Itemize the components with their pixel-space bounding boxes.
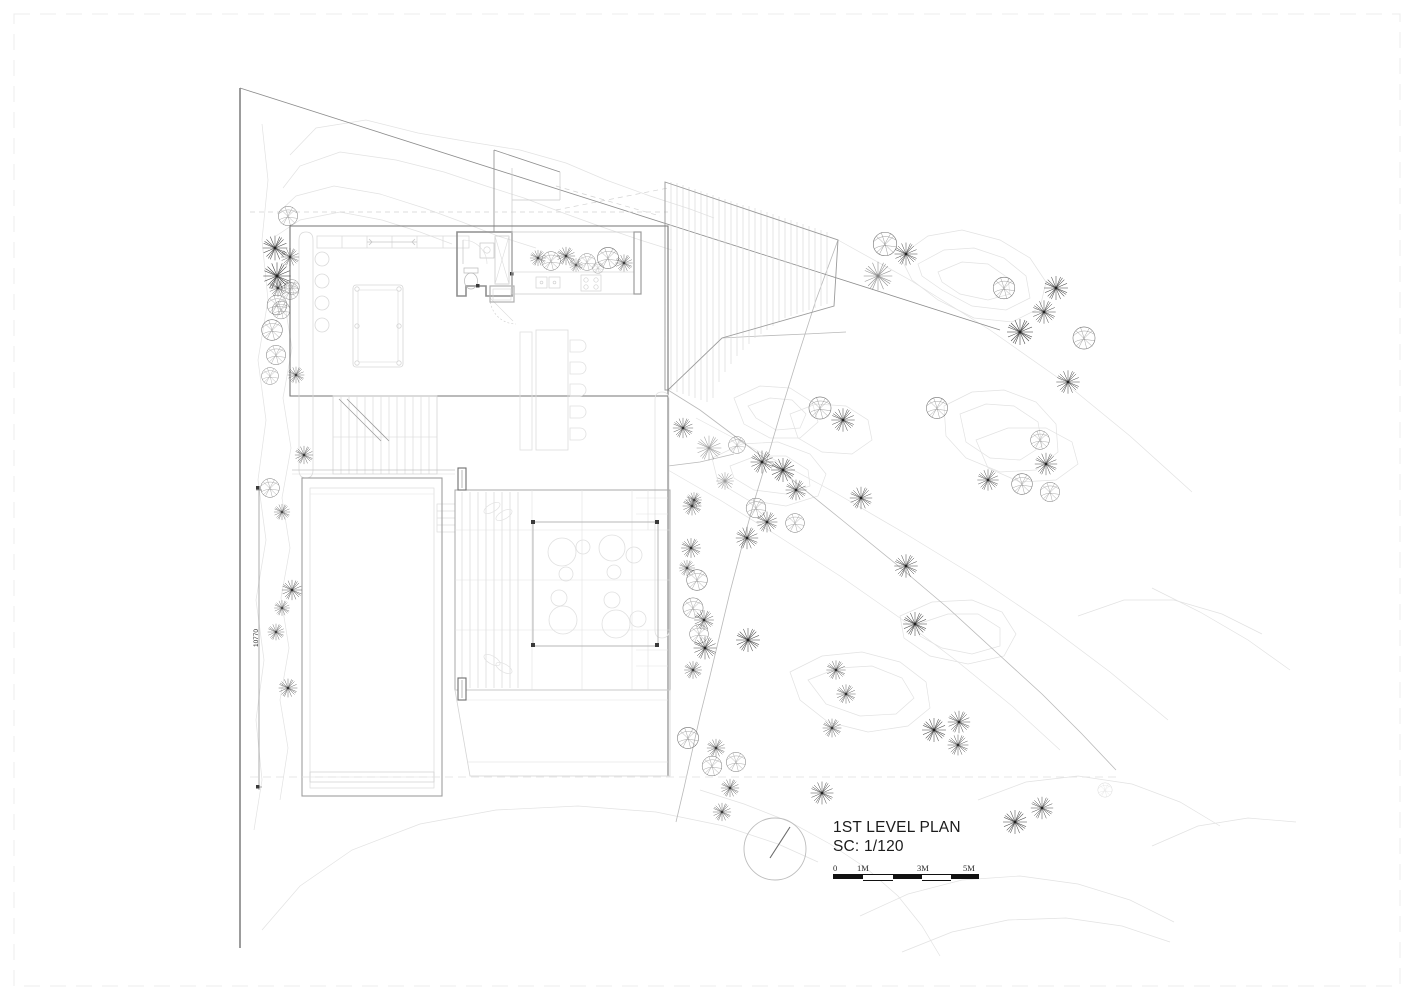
deck-leaf-motif bbox=[483, 501, 513, 675]
living-room bbox=[298, 231, 470, 479]
sliding-door-jambs bbox=[457, 467, 467, 701]
toilet bbox=[463, 267, 479, 290]
deck-slats bbox=[461, 492, 519, 688]
swimming-pool bbox=[292, 469, 455, 797]
scale-segment bbox=[922, 874, 951, 881]
vegetation-site bbox=[672, 231, 1113, 835]
north-arrow bbox=[743, 817, 807, 881]
pool-table bbox=[352, 284, 404, 368]
plan-scale: SC: 1/120 bbox=[833, 838, 904, 855]
roof-edge-line-2 bbox=[493, 149, 561, 173]
scale-label-3m: 3M bbox=[917, 863, 929, 873]
bathroom bbox=[456, 231, 517, 325]
dining-chairs bbox=[569, 339, 587, 441]
scale-bar-labels: 0 1M 3M 5M bbox=[833, 863, 979, 874]
plan-title: 1ST LEVEL PLAN bbox=[833, 819, 961, 836]
kitchen-sink bbox=[535, 276, 561, 289]
deck-furniture-circles bbox=[547, 534, 647, 639]
dining-area bbox=[519, 329, 670, 639]
vegetation-left bbox=[260, 206, 314, 698]
terrace-steps bbox=[436, 503, 456, 533]
dimension-line-vertical: 10770 bbox=[253, 486, 262, 790]
site-topography bbox=[253, 119, 1297, 957]
dimension-value: 10770 bbox=[253, 629, 260, 647]
house-outline bbox=[289, 225, 669, 776]
wall-bench-right bbox=[654, 391, 670, 639]
deck-tile-grid bbox=[455, 490, 670, 690]
deck-platform bbox=[532, 521, 659, 647]
stools bbox=[314, 251, 330, 333]
door-swing-bathroom bbox=[462, 239, 488, 265]
slat-roof bbox=[664, 182, 828, 402]
dining-bench bbox=[519, 331, 533, 451]
pantry-cabinet bbox=[489, 285, 515, 303]
scale-label-1m: 1M bbox=[857, 863, 869, 873]
wash-basin bbox=[479, 242, 495, 259]
scale-segment bbox=[951, 874, 979, 879]
title-block: 1ST LEVEL PLAN SC: 1/120 bbox=[833, 818, 961, 856]
scale-label-5m: 5M bbox=[963, 863, 975, 873]
shower-stall bbox=[494, 235, 510, 285]
stair-break-line bbox=[338, 398, 390, 442]
slat-roof-outline bbox=[664, 181, 839, 391]
staircase bbox=[332, 395, 456, 533]
scale-bar: 0 1M 3M 5M bbox=[833, 863, 979, 885]
wall-bench-left bbox=[298, 231, 314, 479]
building-envelope bbox=[239, 87, 1001, 948]
kitchen-backwall bbox=[633, 231, 642, 295]
scale-segment bbox=[893, 874, 922, 879]
scale-bar-segments bbox=[833, 874, 979, 881]
cabinet-run-top bbox=[316, 235, 470, 249]
scale-segment bbox=[833, 874, 863, 879]
scale-segment bbox=[863, 874, 893, 881]
roof-ridge-line-upper bbox=[239, 87, 1001, 331]
terrace-deck bbox=[454, 489, 671, 777]
sheet-border bbox=[13, 13, 1401, 987]
kitchen-planter-vegetation bbox=[529, 246, 633, 274]
scale-label-0: 0 bbox=[833, 863, 838, 873]
kitchen bbox=[511, 231, 642, 295]
stove-hob bbox=[580, 274, 602, 292]
dining-table bbox=[535, 329, 569, 451]
site-boundary bbox=[667, 239, 1117, 823]
